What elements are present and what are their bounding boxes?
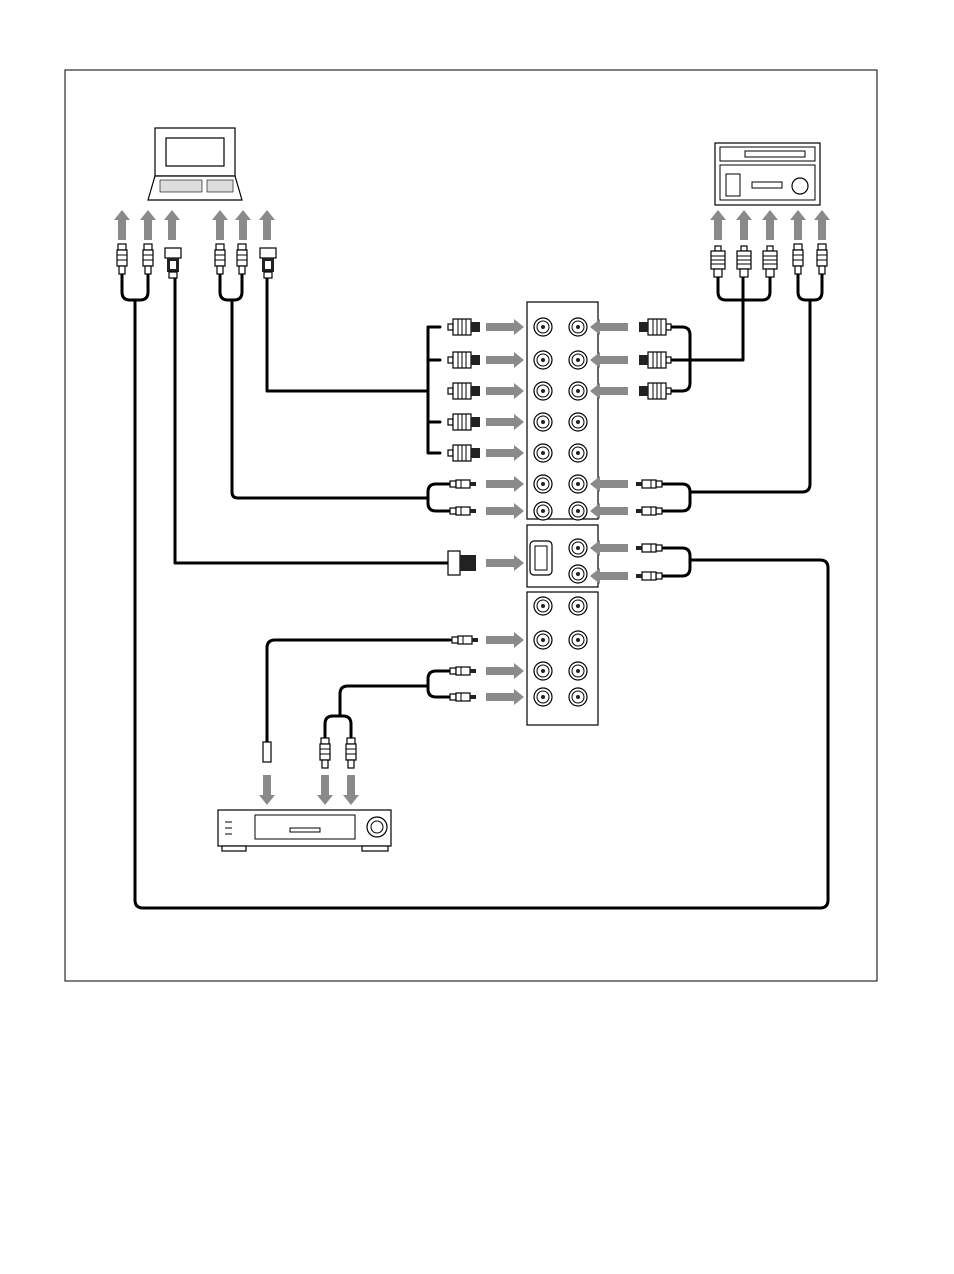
laptop-computer-icon <box>148 128 242 200</box>
connectors <box>117 244 827 768</box>
video-tape-recorder-icon <box>715 143 820 205</box>
connector-panel-icon <box>527 302 598 725</box>
diagram-frame <box>65 70 877 981</box>
video-cassette-recorder-icon <box>218 810 391 851</box>
